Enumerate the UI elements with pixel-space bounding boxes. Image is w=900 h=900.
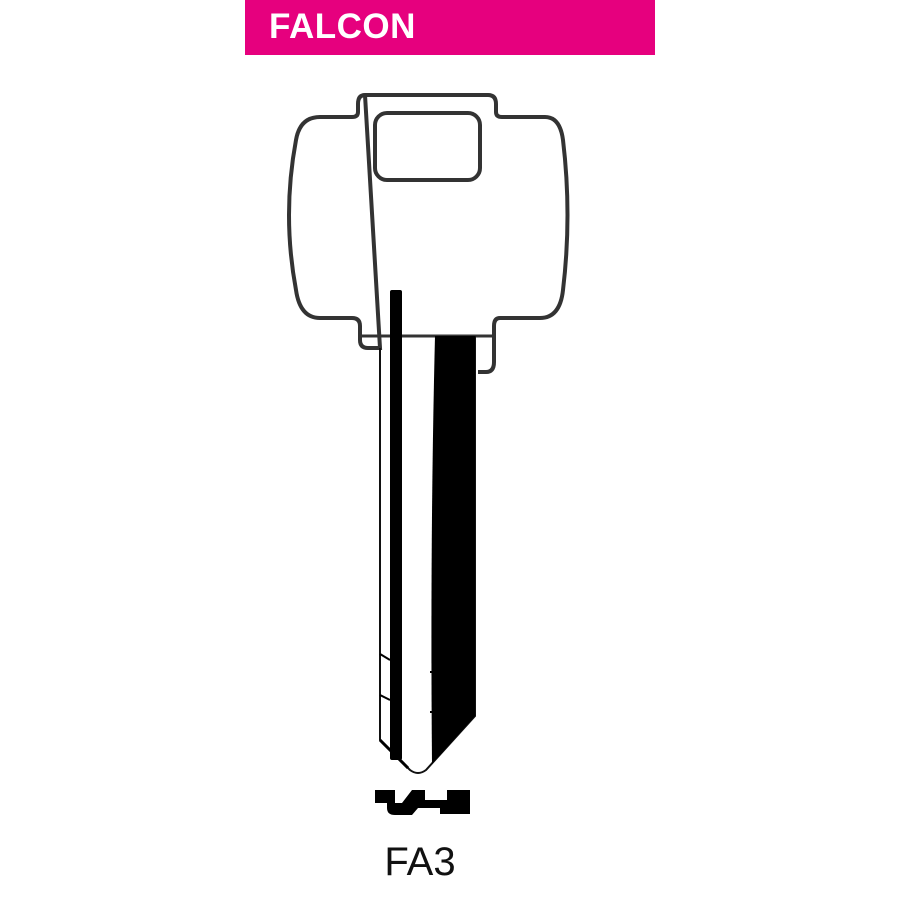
key-head-outline xyxy=(287,92,570,374)
blade-tip-edge xyxy=(378,738,410,770)
brand-banner: FALCON xyxy=(245,0,655,55)
keyway-profile-icon xyxy=(375,790,470,815)
product-code: FA3 xyxy=(384,840,456,884)
brand-name: FALCON xyxy=(269,7,416,46)
blade-groove-right xyxy=(431,336,475,764)
blade-groove-left xyxy=(390,290,402,760)
key-hole xyxy=(373,111,482,182)
blade-outline xyxy=(379,336,476,774)
